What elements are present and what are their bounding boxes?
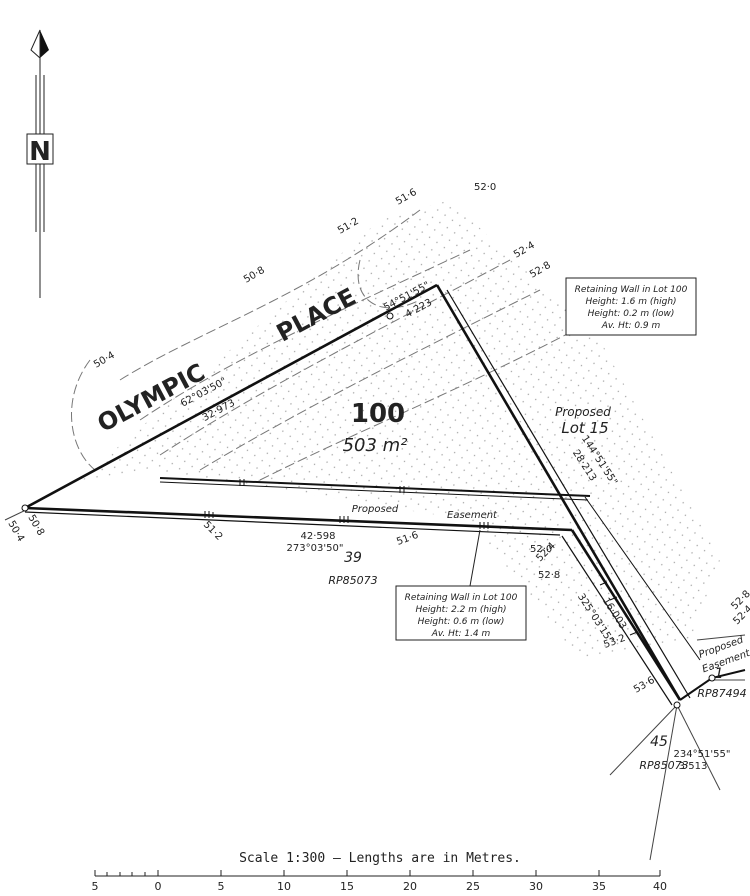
proposed-lot-label: Proposed [555,405,611,419]
scale-tick-label: 25 [466,880,480,893]
contour-label: 52·0 [474,182,496,193]
north-letter: N [29,137,51,167]
contour-lines [71,209,576,481]
contour-label: 52·4 [512,240,537,261]
contour-label: 52·8 [538,570,560,581]
contour-label: 51·6 [394,187,419,208]
contour-label: 53·6 [632,675,657,696]
survey-mark [21,504,29,512]
scale-text: Scale 1:300 – Lengths are in Metres. [239,851,521,866]
easement-label: Easement [447,510,498,521]
proposed-lot-number: Lot 15 [561,419,608,437]
wall-note-2: Retaining Wall in Lot 100 Height: 2.2 m … [395,529,527,641]
adjoining-lot-39: 39 [344,550,362,566]
wall-note-title: Retaining Wall in Lot 100 [575,285,688,295]
contour-label: 51·2 [201,519,225,543]
scale-tick-label: 35 [592,880,606,893]
contour-label: 50·8 [242,265,267,286]
wall-note-high: Height: 1.6 m (high) [585,297,676,307]
retaining-wall-hatching [204,479,638,636]
survey-mark [708,674,716,682]
scale-tick-label: 30 [529,880,543,893]
survey-mark [386,312,394,320]
scale-tick-label: 40 [653,880,667,893]
contour-label: 51·2 [336,216,361,237]
corner-bearing: 234°51'55" [674,749,731,760]
scale-tick-label: 5 [218,880,225,893]
survey-mark [673,701,681,709]
contour-label: 51·6 [395,530,420,548]
corner-length: 3·513 [679,761,708,772]
adjoining-rp-39: RP85073 [328,574,377,587]
wall-note-avg: Av. Ht: 0.9 m [601,321,661,331]
lot-area: 503 m² [343,435,408,456]
scale-tick-label: 5 [92,880,99,893]
north-arrow-icon [26,29,54,298]
scale-tick-label: 15 [340,880,354,893]
lot-boundary [24,283,746,706]
contour-label: 50·4 [92,350,117,371]
wall-note-title: Retaining Wall in Lot 100 [405,593,518,603]
wall-note-1: Retaining Wall in Lot 100 Height: 1.6 m … [565,277,697,336]
wall-note-low: Height: 0.2 m (low) [588,309,675,319]
easement-proposed: Proposed [352,504,399,515]
contour-label: 52·8 [528,260,553,281]
lot-number: 100 [351,399,405,429]
scale-bar [94,870,661,877]
wall-note-avg: Av. Ht: 1.4 m [431,629,491,639]
contour-label: 50·4 [5,519,26,544]
scale-tick-labels: 5 0 5 10 15 20 25 30 35 40 [92,880,668,893]
contour-label: 52·0 [530,544,552,555]
south-bearing: 273°03'50" [287,543,344,554]
contour-label: 50·8 [25,513,46,538]
wall-note-low: Height: 0.6 m (low) [418,617,505,627]
scale-tick-label: 10 [277,880,291,893]
adjoining-rp-45: RP85073 [639,759,688,772]
scale-tick-label: 20 [403,880,417,893]
wall-note-high: Height: 2.2 m (high) [415,605,506,615]
south-length: 42·598 [301,531,336,542]
adjoining-rp-1: RP87494 [697,687,746,700]
adjoining-lot-45: 45 [650,734,668,750]
adjoining-lot-1: 1 [715,666,724,682]
spot-level-area [80,200,720,660]
scale-tick-label: 0 [155,880,162,893]
adjoining-boundaries [4,507,746,861]
